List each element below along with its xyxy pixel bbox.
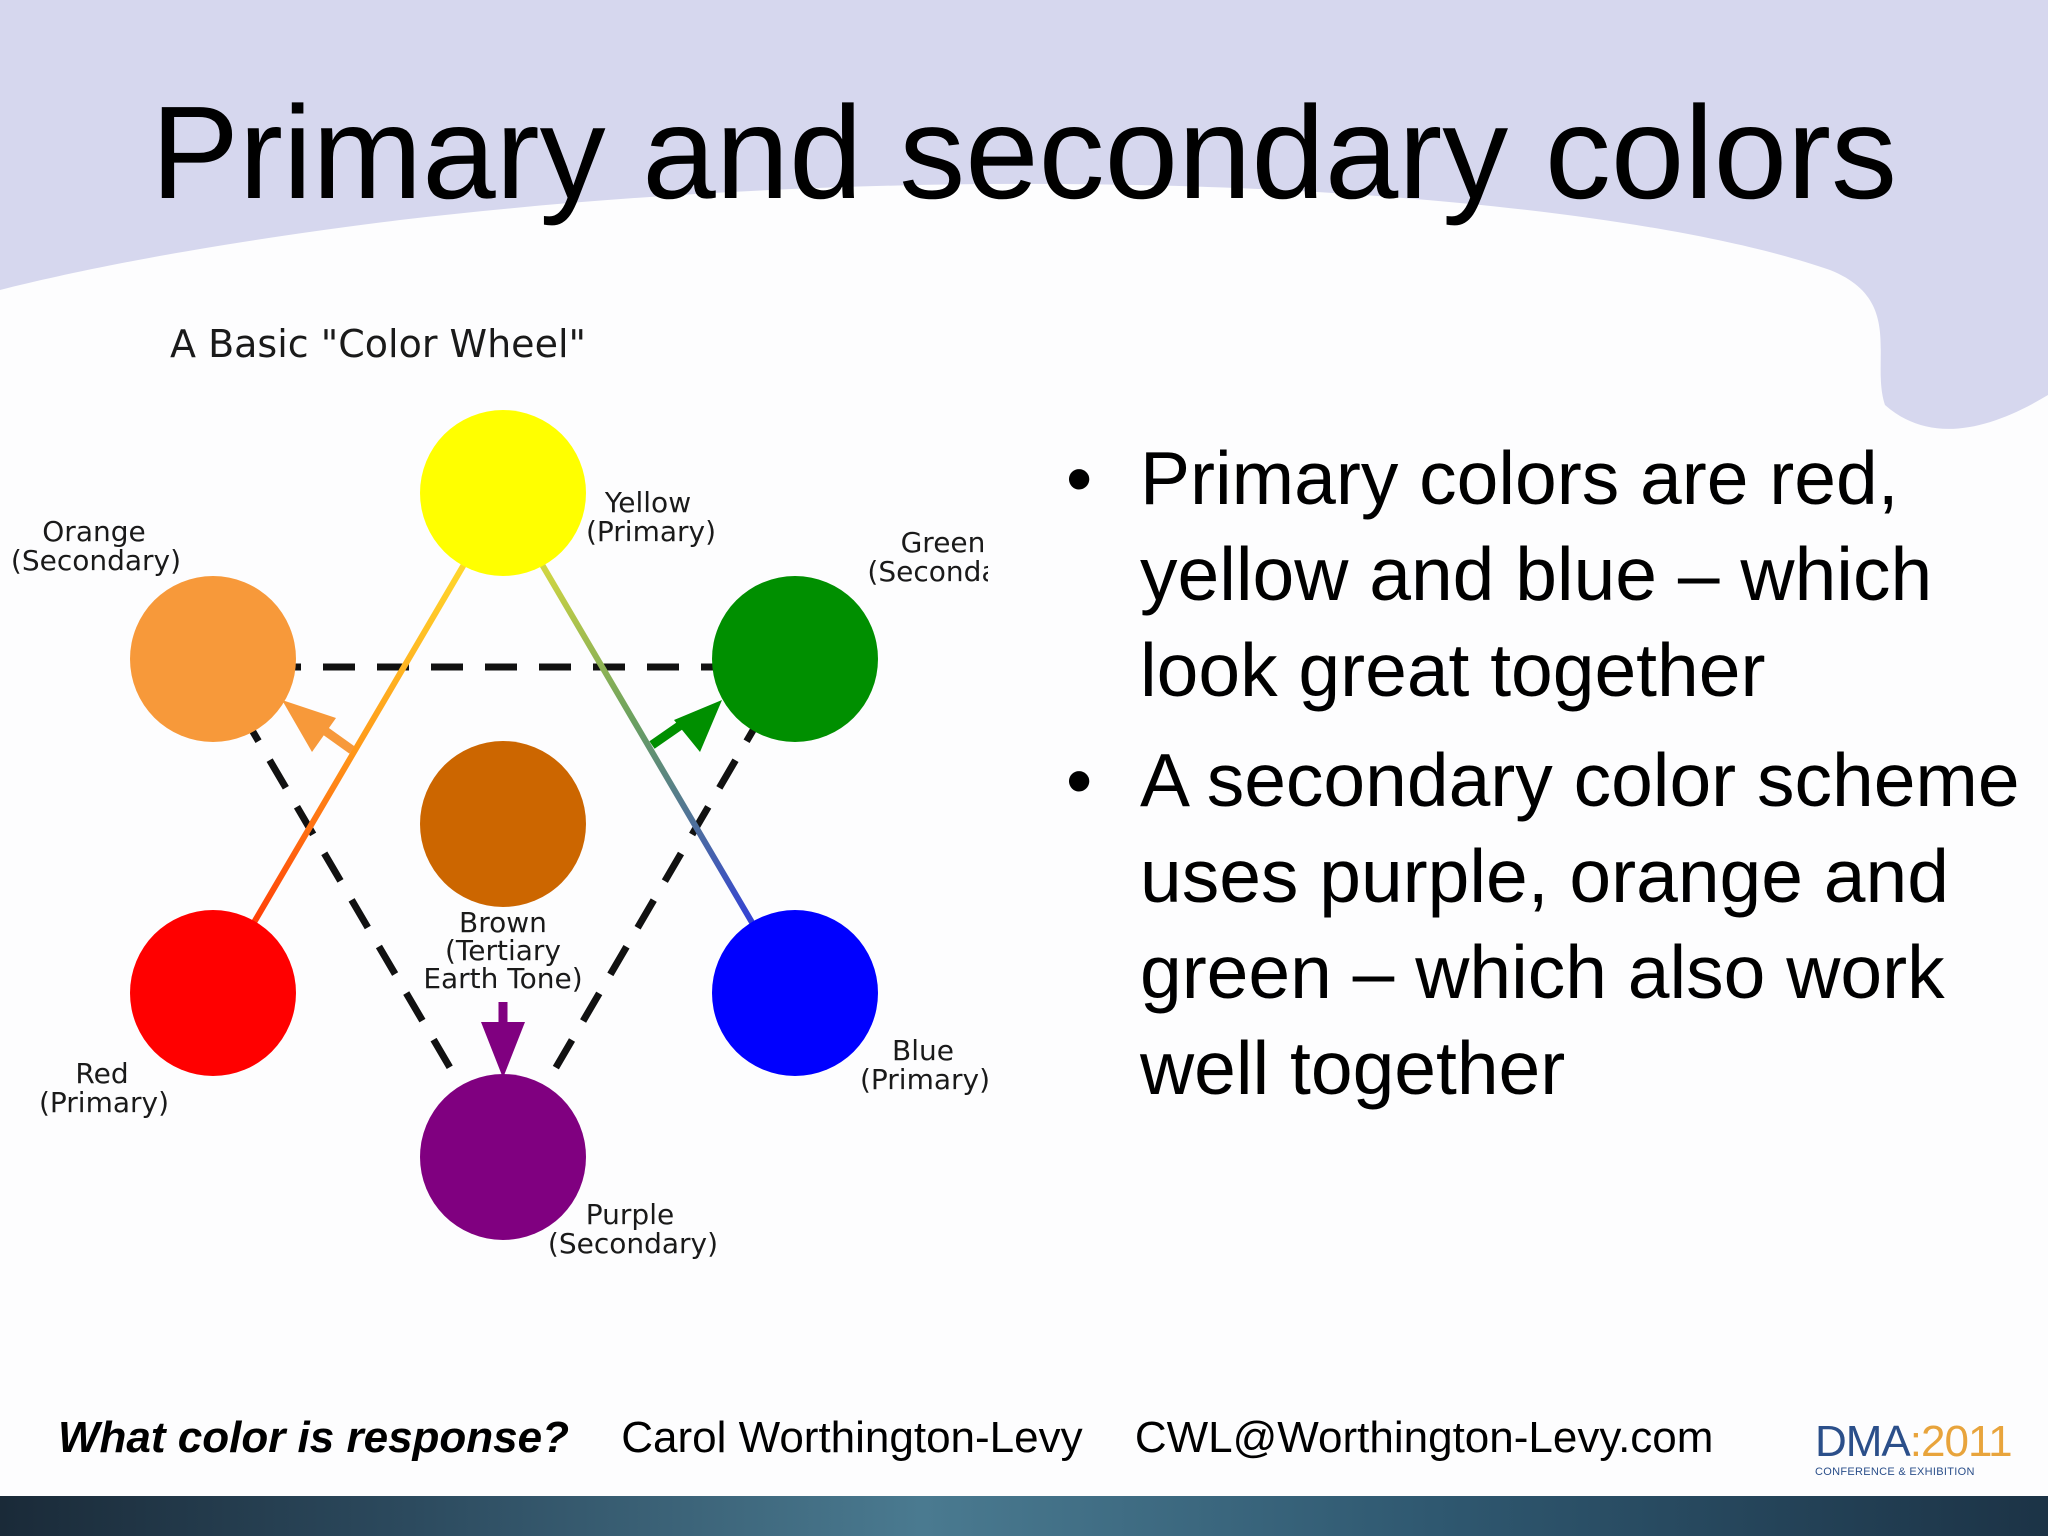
yellow-circle [420, 410, 586, 576]
purple-label-name: Purple [586, 1198, 674, 1231]
red-label-name: Red [75, 1057, 128, 1090]
green-circle [712, 576, 878, 742]
bullet-marker: • [1066, 436, 1093, 520]
brown-circle [420, 741, 586, 907]
brown-label-role: (Tertiary [445, 934, 561, 967]
orange-circle [130, 576, 296, 742]
green-label-role: (Seconda [867, 555, 998, 588]
yellow-label-name: Yellow [604, 486, 691, 519]
blue-circle [712, 910, 878, 1076]
brown-label-name: Brown [459, 906, 547, 939]
logo-main-text: DMA [1815, 1417, 1911, 1466]
yellow-label-role: (Primary) [586, 515, 716, 548]
color-wheel-diagram: A Basic "Color Wheel" Yellow (Primary) O… [11, 322, 998, 1260]
orange-label-name: Orange [42, 515, 145, 548]
footer-email: CWL@Worthington-Levy.com [1134, 1413, 1714, 1462]
logo-subtitle: CONFERENCE & EXHIBITION [1815, 1466, 1975, 1478]
blue-label-role: (Primary) [860, 1063, 990, 1096]
arrow-to-purple [481, 1002, 525, 1078]
bullet-text: Primary colors are red, yellow and blue … [1140, 436, 1933, 712]
blue-label-name: Blue [892, 1034, 954, 1067]
footer-author: Carol Worthington-Levy [621, 1413, 1083, 1462]
secondary-triangle [211, 663, 794, 1160]
slide-title: Primary and secondary colors [150, 79, 1898, 226]
bullet-marker: • [1066, 738, 1093, 822]
logo-wordmark: DMA:2011 [1815, 1417, 2013, 1466]
orange-label-role: (Secondary) [11, 544, 181, 577]
bottom-decorative-band [0, 1496, 2048, 1536]
red-circle [130, 910, 296, 1076]
dma-2011-logo: DMA:2011 CONFERENCE & EXHIBITION [1815, 1417, 2013, 1482]
arrow-to-green [649, 700, 722, 752]
bullet-list: • Primary colors are red, yellow and blu… [1060, 430, 2020, 1130]
bullet-text: A secondary color scheme uses purple, or… [1140, 738, 2020, 1110]
footer-tagline: What color is response? [58, 1413, 569, 1462]
brown-label-role2: Earth Tone) [423, 962, 582, 995]
green-label-name: Green [901, 526, 986, 559]
bullet-item-secondary: • A secondary color scheme uses purple, … [1060, 732, 2020, 1116]
footer: What color is response? Carol Worthingto… [58, 1408, 1713, 1468]
title-background-swoosh [0, 0, 2048, 429]
red-label-role: (Primary) [39, 1086, 169, 1119]
logo-sep: : [1909, 1417, 1922, 1466]
swoosh-shape [0, 0, 2048, 429]
purple-label-role: (Secondary) [548, 1227, 718, 1260]
wheel-title: A Basic "Color Wheel" [170, 322, 586, 366]
logo-year: 2011 [1921, 1417, 2013, 1466]
bullet-item-primary: • Primary colors are red, yellow and blu… [1060, 430, 2020, 718]
purple-circle [420, 1074, 586, 1240]
primary-triangle [209, 496, 797, 997]
arrow-to-orange [282, 700, 355, 754]
